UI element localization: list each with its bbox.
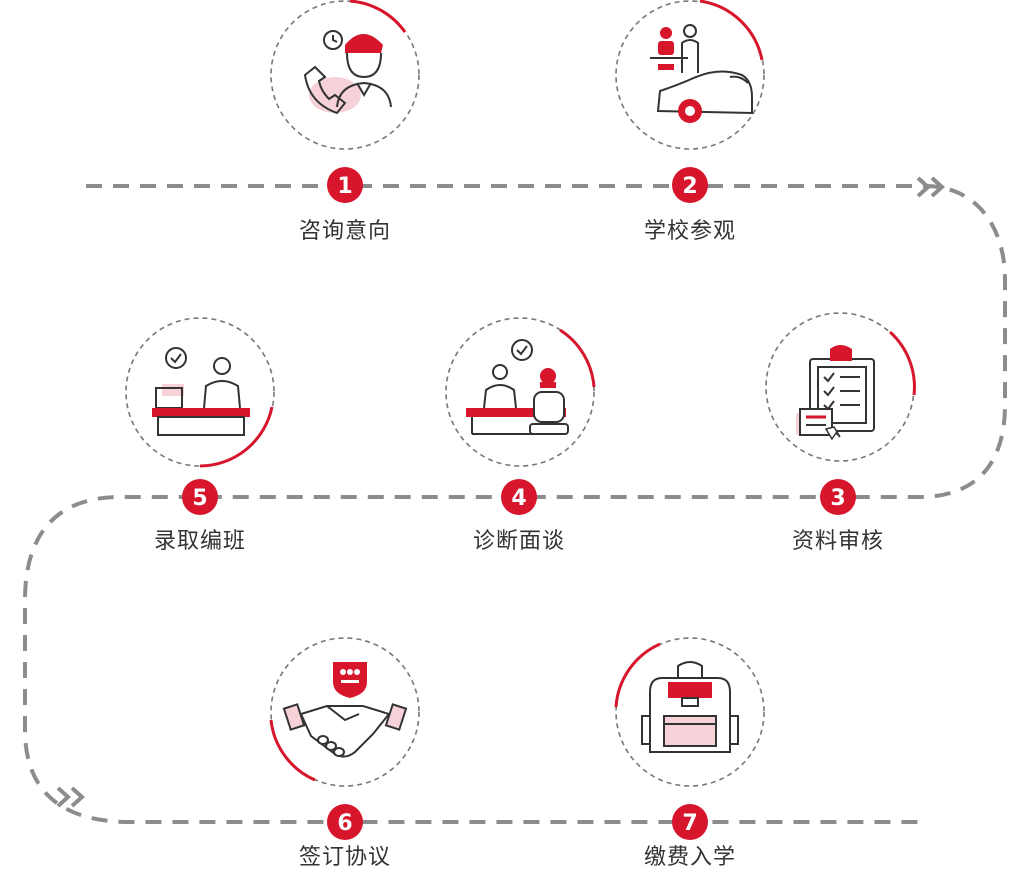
step-label-3: 资料审核 <box>791 529 884 554</box>
step-number: 3 <box>830 486 845 511</box>
step-badge-7: 7 <box>672 804 708 840</box>
flow-path <box>23 184 1007 824</box>
step-badge-2: 2 <box>672 167 708 203</box>
step-label-5: 录取编班 <box>153 529 246 554</box>
step-number: 2 <box>682 174 697 199</box>
step-badge-1: 1 <box>327 167 363 203</box>
diagnostic-interview-icon <box>445 317 596 467</box>
step-badge-6: 6 <box>327 804 363 840</box>
sign-agreement-handshake-icon <box>269 637 420 787</box>
step-label-4: 诊断面谈 <box>472 529 565 554</box>
document-review-clipboard-icon <box>765 312 916 462</box>
direction-arrow-top-icon <box>916 176 945 198</box>
step-label-7: 缴费入学 <box>643 845 736 870</box>
direction-arrow-bottom-icon <box>56 786 85 808</box>
step-label-1: 咨询意向 <box>298 219 391 244</box>
step-number: 7 <box>682 811 697 836</box>
step-number: 5 <box>192 486 207 511</box>
tuition-enrollment-backpack-icon <box>614 637 765 787</box>
step-number: 6 <box>337 811 352 836</box>
step-label-6: 签订协议 <box>298 845 391 870</box>
step-badge-4: 4 <box>501 479 537 515</box>
step-label-2: 学校参观 <box>643 219 736 244</box>
step-number: 1 <box>337 174 352 199</box>
campus-visit-car-icon <box>615 0 765 150</box>
step-number: 4 <box>511 486 526 511</box>
consultation-phone-icon <box>270 0 420 150</box>
step-badge-3: 3 <box>820 479 856 515</box>
admission-placement-icon <box>125 317 275 468</box>
step-badge-5: 5 <box>182 479 218 515</box>
